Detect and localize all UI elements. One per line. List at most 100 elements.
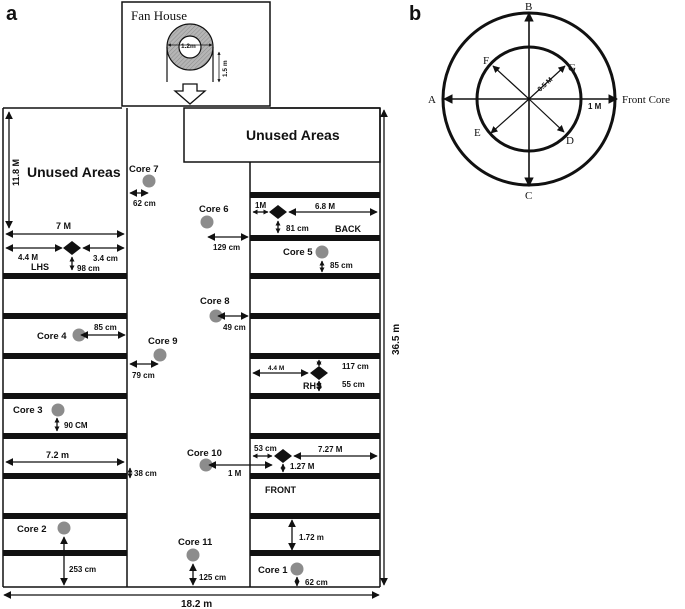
dim-81-label: 81 cm bbox=[286, 224, 309, 233]
fan-diameter-label: 1.2m bbox=[181, 43, 196, 50]
support-bar bbox=[3, 353, 127, 359]
support-bar bbox=[250, 313, 380, 319]
lhs-label: LHS bbox=[31, 262, 49, 272]
fan-height-label: 1.5 m bbox=[222, 60, 229, 77]
support-bar bbox=[3, 513, 127, 519]
front-label: FRONT bbox=[265, 485, 296, 495]
core-7-label: Core 7 bbox=[129, 164, 159, 175]
core-1-label: Core 1 bbox=[258, 565, 288, 576]
rhs-label: RHS bbox=[303, 381, 322, 391]
core-7-dot bbox=[142, 174, 156, 188]
dim-11-8-label: 11.8 M bbox=[11, 159, 21, 186]
core-2-label: Core 2 bbox=[17, 524, 47, 535]
unused-area-left: Unused Areas bbox=[27, 164, 121, 180]
support-bar bbox=[250, 513, 380, 519]
core-2-dot bbox=[57, 521, 71, 535]
core-sampling-diagram bbox=[441, 11, 618, 187]
dim-62-core1-label: 62 cm bbox=[305, 578, 328, 587]
label-a: A bbox=[428, 94, 436, 106]
core-11-dot bbox=[186, 548, 200, 562]
core-6-dot bbox=[200, 215, 214, 229]
dim-117-label: 117 cm bbox=[342, 362, 369, 371]
dim-55-label: 55 cm bbox=[342, 380, 365, 389]
support-bar bbox=[250, 393, 380, 399]
label-g: G bbox=[568, 62, 576, 74]
support-bar bbox=[250, 550, 380, 556]
dim-1m-back-label: 1M bbox=[255, 201, 266, 210]
radius-g bbox=[528, 65, 566, 100]
support-bar bbox=[3, 273, 127, 279]
core-4-label: Core 4 bbox=[37, 331, 67, 342]
dim-1-72-label: 1.72 m bbox=[299, 533, 324, 542]
dim-1-27-label: 1.27 M bbox=[290, 462, 315, 471]
dim-7-2-label: 7.2 m bbox=[46, 450, 69, 460]
rhs-marker bbox=[310, 366, 328, 380]
dim-38-label: 38 cm bbox=[134, 469, 157, 478]
support-bar bbox=[250, 433, 380, 439]
mine-outline bbox=[2, 107, 381, 588]
core-3-dot bbox=[51, 403, 65, 417]
label-d: D bbox=[566, 135, 574, 147]
dim-18-2-label: 18.2 m bbox=[181, 599, 212, 609]
fan-hub bbox=[178, 35, 202, 59]
panel-a-label: a bbox=[6, 3, 18, 25]
panel-b-label: b bbox=[409, 3, 421, 25]
core-8-label: Core 8 bbox=[200, 296, 230, 307]
core-5-dot bbox=[315, 245, 329, 259]
back-label: BACK bbox=[335, 224, 361, 234]
label-f: F bbox=[483, 55, 489, 67]
dim-7-27-label: 7.27 M bbox=[318, 445, 343, 454]
support-bar bbox=[3, 550, 127, 556]
label-b: B bbox=[525, 1, 532, 13]
support-bar bbox=[3, 313, 127, 319]
support-bar bbox=[250, 353, 380, 359]
core-6-label: Core 6 bbox=[199, 204, 229, 215]
core-9-label: Core 9 bbox=[148, 336, 178, 347]
dim-85-core5-label: 85 cm bbox=[330, 261, 353, 270]
support-bar bbox=[3, 473, 127, 479]
radius-inner-label: 0.5 M bbox=[537, 76, 555, 93]
support-bar bbox=[3, 393, 127, 399]
core-dots bbox=[51, 174, 329, 576]
radius-e bbox=[490, 98, 530, 134]
position-markers bbox=[63, 205, 328, 463]
label-e: E bbox=[474, 127, 481, 139]
dim-4-4-left-label: 4.4 M bbox=[18, 253, 38, 262]
dim-129-label: 129 cm bbox=[213, 243, 240, 252]
fan-house-title: Fan House bbox=[131, 8, 187, 23]
dim-53-label: 53 cm bbox=[254, 444, 277, 453]
dim-98-label: 98 cm bbox=[77, 264, 100, 273]
dim-90-label: 90 CM bbox=[64, 421, 88, 430]
label-c: C bbox=[525, 190, 532, 202]
dim-3-4-label: 3.4 cm bbox=[93, 254, 118, 263]
unused-area-right: Unused Areas bbox=[246, 127, 340, 143]
dim-1m-front-label: 1 M bbox=[228, 469, 242, 478]
dim-36-5-label: 36.5 m bbox=[391, 324, 402, 355]
fan-house: Fan House 1.2m 1.5 m bbox=[121, 1, 271, 107]
dim-253-label: 253 cm bbox=[69, 565, 96, 574]
dim-125-label: 125 cm bbox=[199, 573, 226, 582]
radius-outer-label: 1 M bbox=[588, 102, 602, 111]
core-9-dot bbox=[153, 348, 167, 362]
front-marker bbox=[274, 449, 292, 463]
core-1-dot bbox=[290, 562, 304, 576]
dim-7-label: 7 M bbox=[56, 221, 71, 231]
core-5-label: Core 5 bbox=[283, 247, 313, 258]
radius-d bbox=[528, 98, 565, 133]
support-bar bbox=[3, 433, 127, 439]
lhs-marker bbox=[63, 241, 81, 255]
support-bar bbox=[250, 273, 380, 279]
dim-4-4-rhs-label: 4.4 M bbox=[268, 365, 284, 372]
dim-85-core4-label: 85 cm bbox=[94, 323, 117, 332]
support-bar bbox=[250, 192, 380, 198]
core-11-label: Core 11 bbox=[178, 537, 213, 548]
support-bar bbox=[250, 235, 380, 241]
airflow-arrow-icon bbox=[173, 83, 207, 105]
support-bar bbox=[250, 473, 380, 479]
back-marker bbox=[269, 205, 287, 219]
dim-79-label: 79 cm bbox=[132, 371, 155, 380]
dim-62-label: 62 cm bbox=[133, 199, 156, 208]
dim-6-8-label: 6.8 M bbox=[315, 202, 335, 211]
radius-f bbox=[492, 65, 530, 100]
core-10-label: Core 10 bbox=[187, 448, 222, 459]
